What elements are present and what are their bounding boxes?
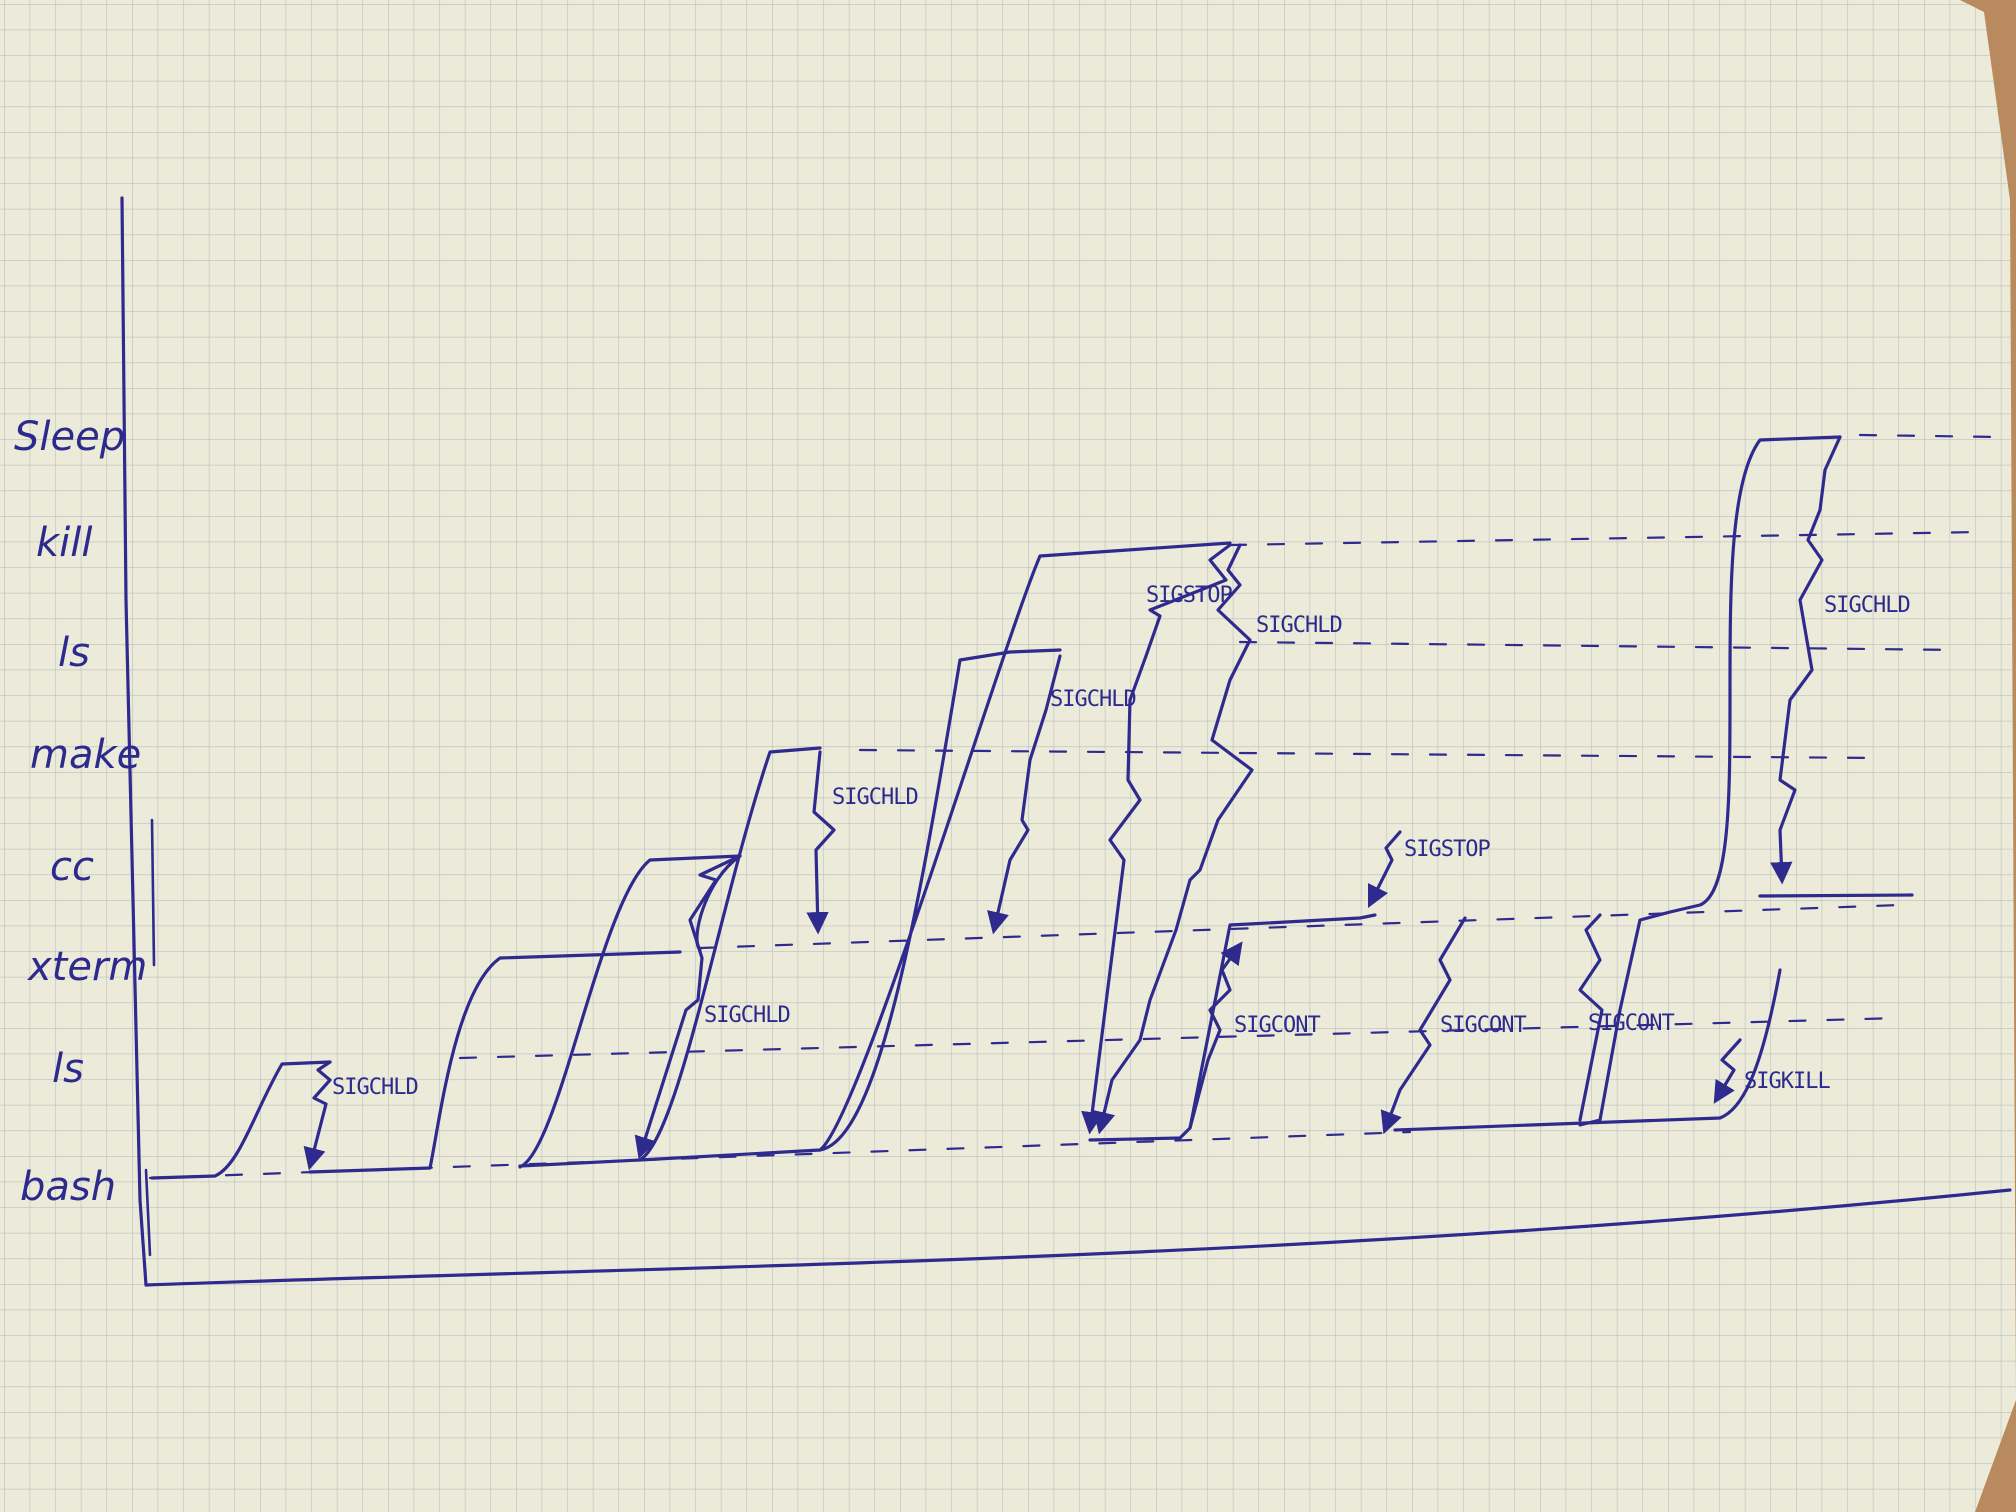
lane-label-make: make xyxy=(30,732,141,778)
lane-label-sleep: Sleep xyxy=(14,414,125,460)
label-sigchld-5: SIGCHLD xyxy=(1256,613,1342,638)
label-sigstop-1: SIGSTOP xyxy=(1146,583,1232,608)
lane-label-cc: cc xyxy=(50,844,94,890)
lane-label-bash: bash xyxy=(20,1164,116,1210)
lane-label-ls-upper: ls xyxy=(58,630,90,676)
label-sigchld-2: SIGCHLD xyxy=(704,1003,790,1028)
label-sigkill-1: SIGKILL xyxy=(1744,1069,1830,1094)
timeline-sleep-end xyxy=(1760,895,1912,896)
label-sigcont-3: SIGCONT xyxy=(1588,1011,1674,1036)
label-sigstop-2: SIGSTOP xyxy=(1404,837,1490,862)
label-sigchld-4: SIGCHLD xyxy=(1050,687,1136,712)
label-sigcont-2: SIGCONT xyxy=(1440,1013,1526,1038)
lane-label-ls-lower: ls xyxy=(52,1046,84,1092)
label-sigchld-6: SIGCHLD xyxy=(1824,593,1910,618)
lane-label-kill: kill xyxy=(36,520,93,566)
label-sigcont-1: SIGCONT xyxy=(1234,1013,1320,1038)
label-sigchld-3: SIGCHLD xyxy=(832,785,918,810)
label-sigchld-1: SIGCHLD xyxy=(332,1075,418,1100)
lane-label-xterm: xterm xyxy=(26,944,147,990)
